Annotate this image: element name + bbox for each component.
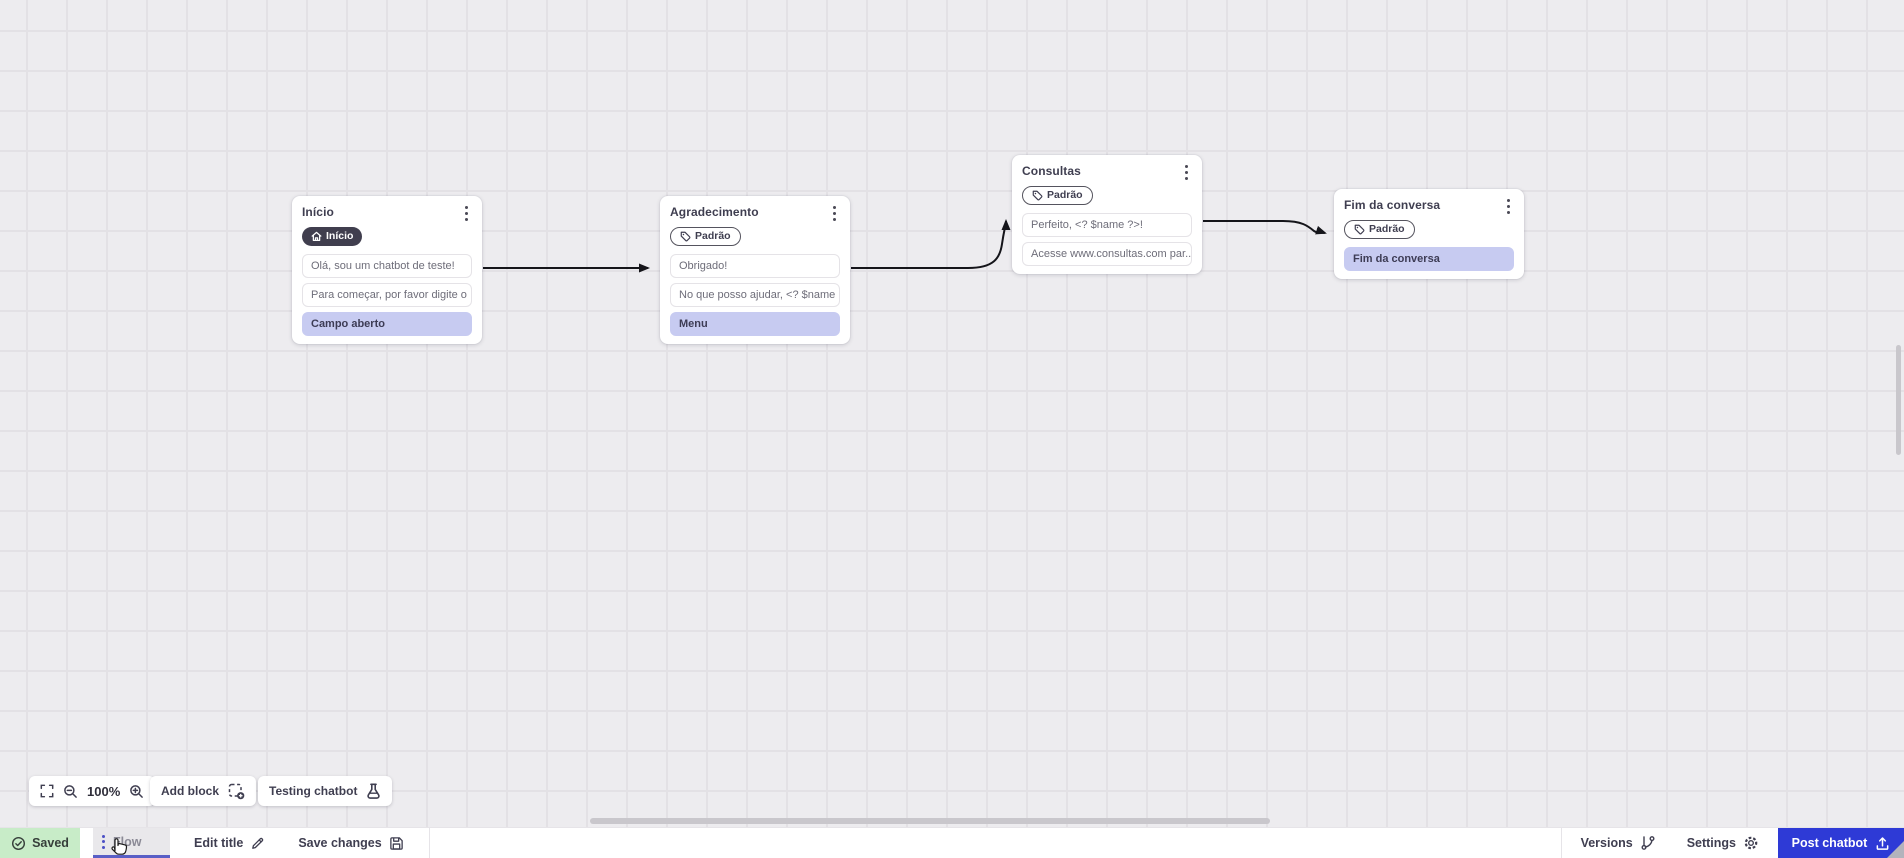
settings-button[interactable]: Settings xyxy=(1687,828,1759,858)
node-title: Início xyxy=(302,205,334,219)
post-chatbot-button[interactable]: Post chatbot xyxy=(1778,828,1904,858)
edit-title-button[interactable]: Edit title xyxy=(194,828,265,858)
zoom-toolbar: 100% xyxy=(29,776,156,806)
flask-icon xyxy=(367,783,381,799)
horizontal-scrollbar-thumb[interactable] xyxy=(590,818,1270,824)
zoom-level: 100% xyxy=(87,783,121,799)
menu-block[interactable]: Menu xyxy=(670,312,840,336)
add-block-icon xyxy=(228,783,245,799)
check-circle-icon xyxy=(12,836,26,850)
zoom-out-button[interactable] xyxy=(63,784,78,799)
node-header: Fim da conversa xyxy=(1344,198,1514,215)
fullscreen-icon xyxy=(40,784,54,798)
node-menu-kebab-icon[interactable] xyxy=(461,205,472,222)
zoom-in-button[interactable] xyxy=(129,784,144,799)
statusbar-divider xyxy=(1560,828,1562,858)
node-menu-kebab-icon[interactable] xyxy=(1503,198,1514,215)
status-bar: Saved Flow Edit title Save changes Versi… xyxy=(0,827,1904,858)
default-badge: Padrão xyxy=(1344,220,1415,239)
connector-agradecimento-consultas xyxy=(851,219,1011,269)
message-block[interactable]: No que posso ajudar, <? $name ... xyxy=(670,283,840,307)
tag-icon xyxy=(680,231,691,242)
versions-branch-icon xyxy=(1641,836,1655,850)
node-header: Agradecimento xyxy=(670,205,840,222)
save-changes-button[interactable]: Save changes xyxy=(298,828,403,858)
message-block[interactable]: Obrigado! xyxy=(670,254,840,278)
tab-flow[interactable]: Flow xyxy=(93,828,170,858)
message-block[interactable]: Para começar, por favor digite o ... xyxy=(302,283,472,307)
fullscreen-button[interactable] xyxy=(40,784,54,798)
zoom-in-icon xyxy=(130,784,144,798)
node-agradecimento[interactable]: Agradecimento Padrão Obrigado! No que po… xyxy=(660,196,850,344)
node-menu-kebab-icon[interactable] xyxy=(1181,164,1192,181)
tag-icon xyxy=(1032,190,1043,201)
tag-icon xyxy=(1354,224,1365,235)
node-fim-da-conversa[interactable]: Fim da conversa Padrão Fim da conversa xyxy=(1334,189,1524,279)
save-icon xyxy=(389,836,403,850)
pencil-icon xyxy=(252,837,264,849)
versions-button[interactable]: Versions xyxy=(1581,828,1656,858)
node-title: Fim da conversa xyxy=(1344,198,1441,212)
add-block-button[interactable]: Add block xyxy=(150,776,257,806)
message-block[interactable]: Acesse www.consultas.com par... xyxy=(1022,242,1192,266)
end-block[interactable]: Fim da conversa xyxy=(1344,247,1514,271)
node-header: Consultas xyxy=(1022,164,1192,181)
default-badge: Padrão xyxy=(1022,186,1093,205)
zoom-out-icon xyxy=(64,784,77,798)
connector-consultas-fim xyxy=(1203,220,1327,235)
node-header: Início xyxy=(302,205,472,222)
node-title: Consultas xyxy=(1022,164,1081,178)
node-inicio[interactable]: Início Início Olá, sou um chatbot de tes… xyxy=(292,196,482,344)
saved-status-badge: Saved xyxy=(0,828,80,858)
default-badge: Padrão xyxy=(670,227,741,246)
flow-tab-kebab-icon[interactable] xyxy=(102,834,105,849)
screen-corner-curl xyxy=(1887,841,1904,858)
start-badge: Início xyxy=(302,227,363,246)
home-icon xyxy=(311,231,322,242)
node-menu-kebab-icon[interactable] xyxy=(829,205,840,222)
node-title: Agradecimento xyxy=(670,205,759,219)
node-consultas[interactable]: Consultas Padrão Perfeito, <? $name ?>! … xyxy=(1012,155,1202,274)
gear-icon xyxy=(1744,836,1758,850)
message-block[interactable]: Perfeito, <? $name ?>! xyxy=(1022,213,1192,237)
statusbar-divider xyxy=(428,828,430,858)
message-block[interactable]: Olá, sou um chatbot de teste! xyxy=(302,254,472,278)
input-block[interactable]: Campo aberto xyxy=(302,312,472,336)
testing-chatbot-button[interactable]: Testing chatbot xyxy=(258,776,393,806)
vertical-scrollbar-thumb[interactable] xyxy=(1896,345,1901,455)
flow-tab-label: Flow xyxy=(113,834,142,849)
